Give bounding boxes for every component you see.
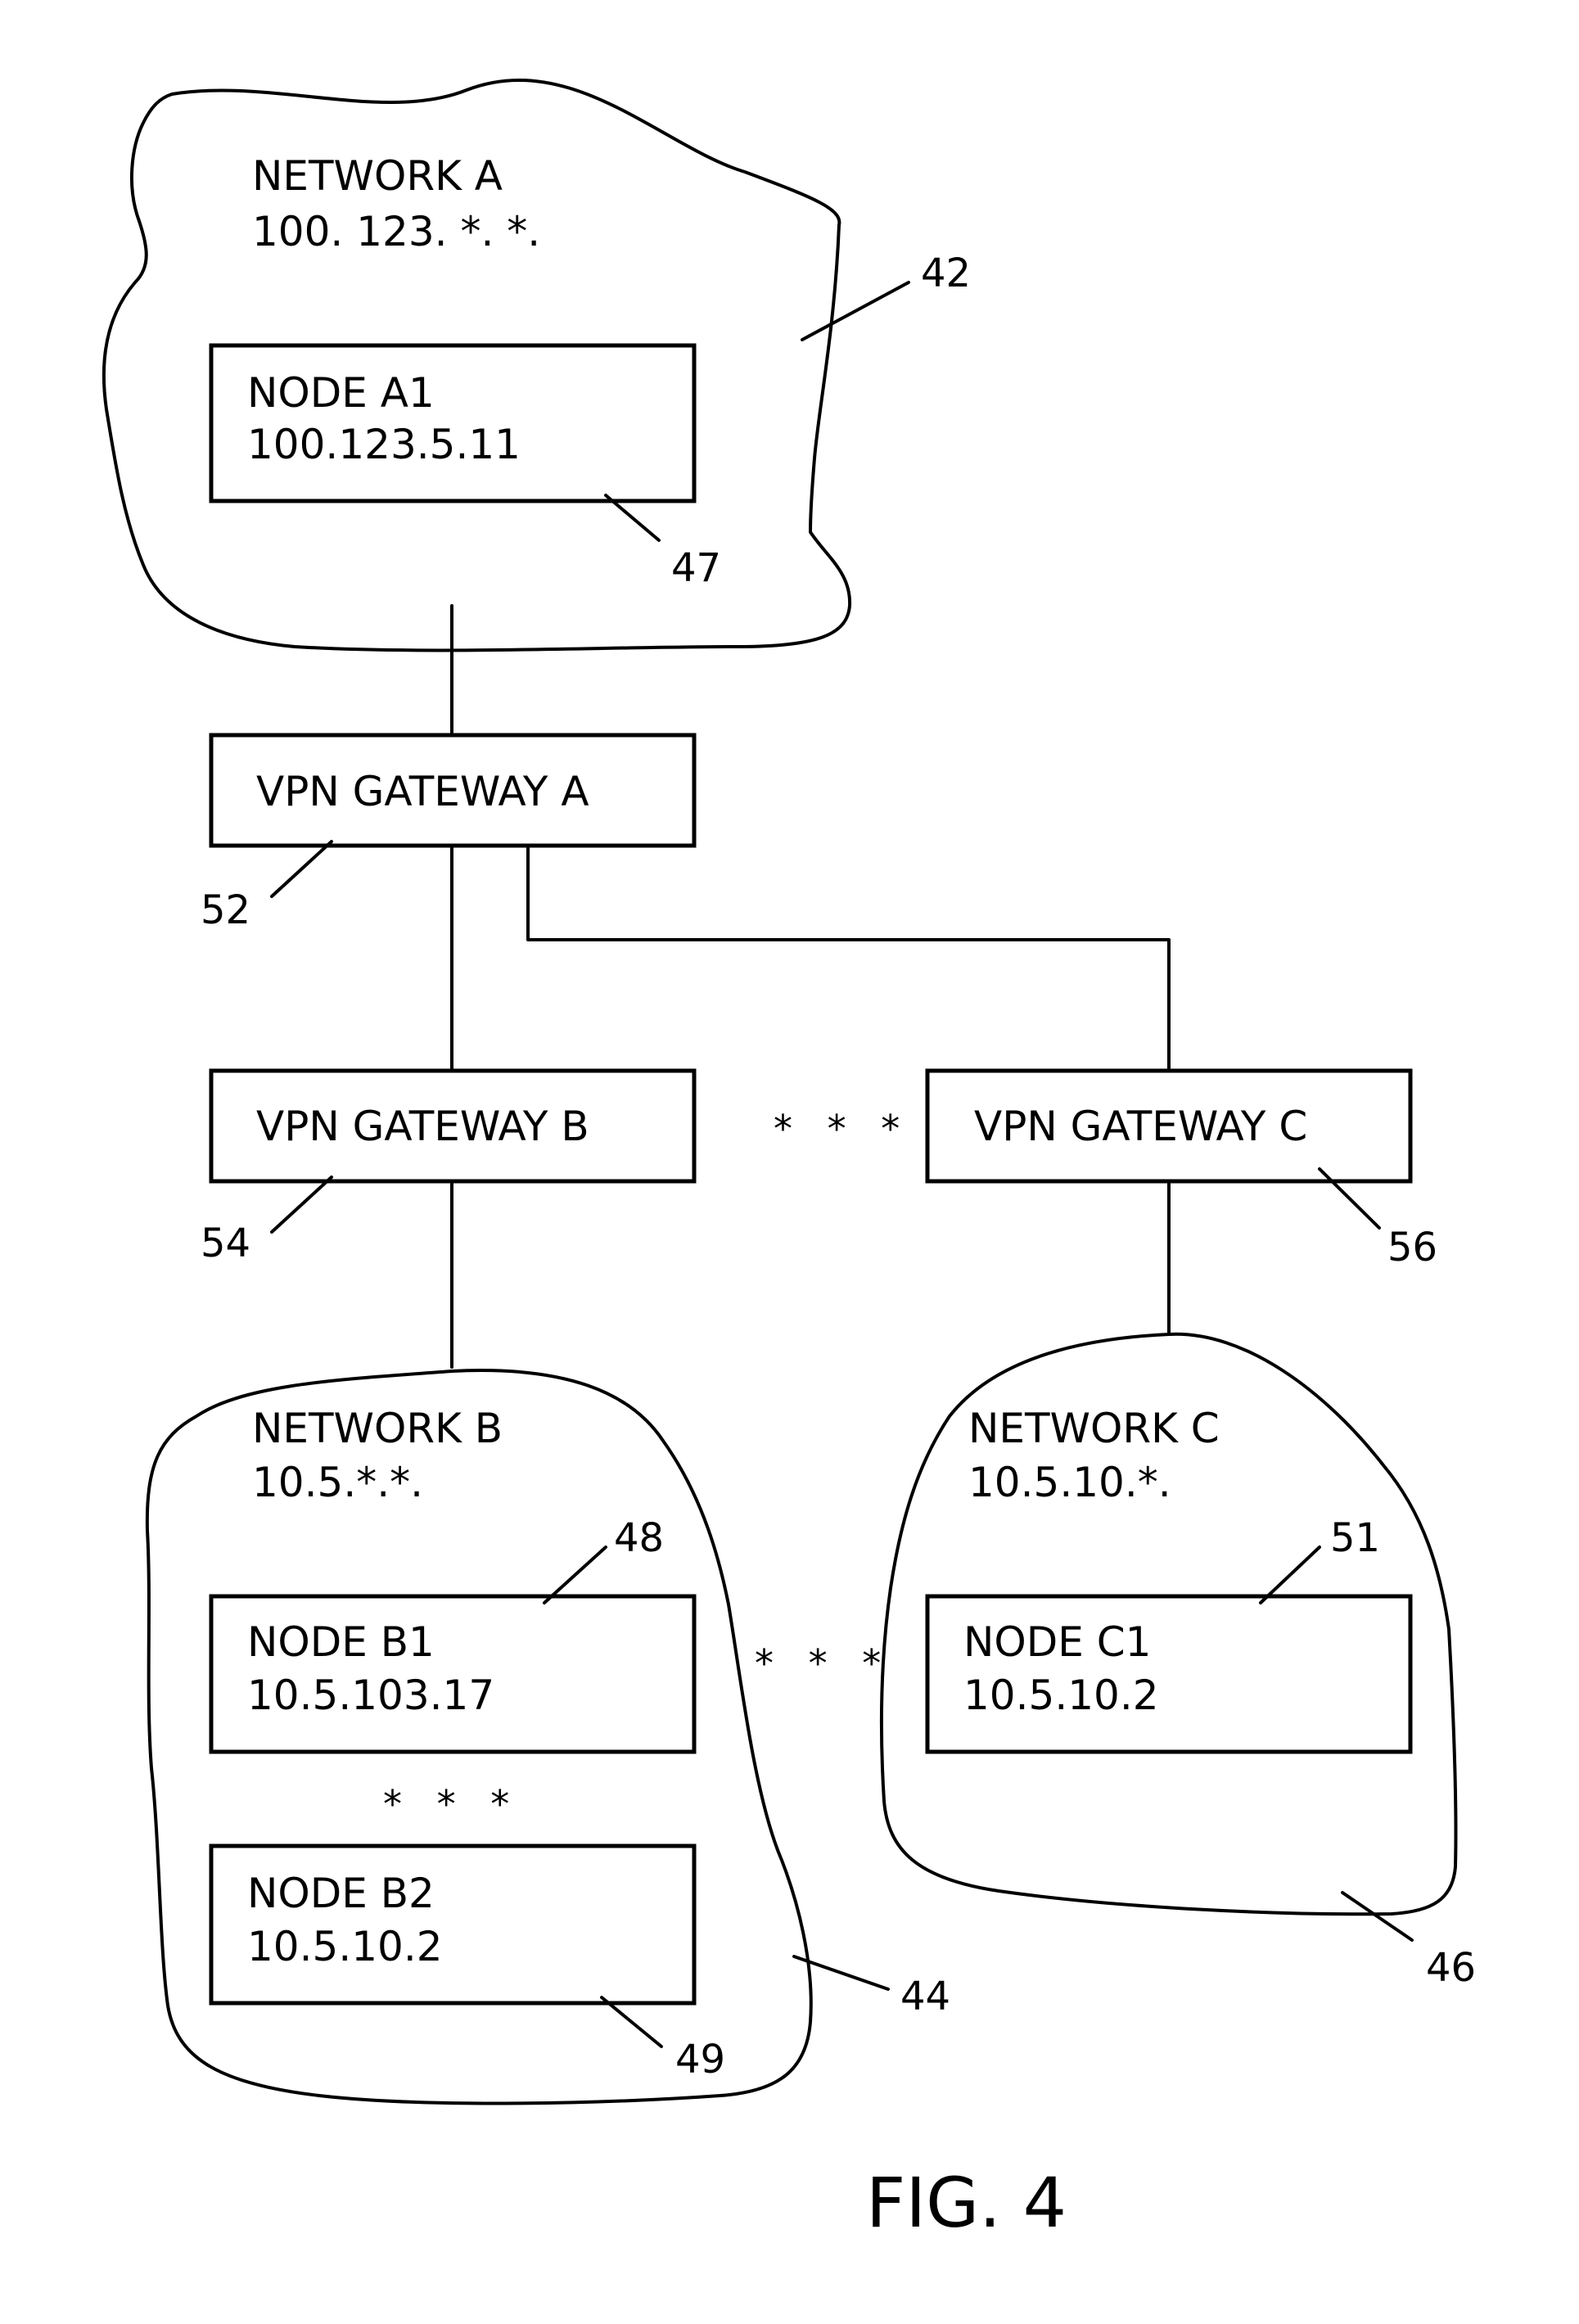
- network-a-address: 100. 123. *. *.: [252, 208, 540, 255]
- ref-56-label: 56: [1387, 1225, 1437, 1270]
- node-c1-address: 10.5.10.2: [963, 1672, 1159, 1719]
- node-ellipsis: * * *: [383, 1782, 521, 1826]
- network-ellipsis: * * *: [755, 1641, 892, 1685]
- node-a1-name: NODE A1: [247, 369, 435, 417]
- ref-52-label: 52: [201, 887, 250, 933]
- figure-label: FIG. 4: [866, 2163, 1067, 2243]
- network-a-name: NETWORK A: [252, 152, 503, 200]
- ref-49-label: 49: [675, 2037, 725, 2083]
- gateway-a-name: VPN GATEWAY A: [256, 768, 589, 815]
- ref-47-label: 47: [671, 545, 721, 591]
- network-c-address: 10.5.10.*.: [968, 1459, 1171, 1506]
- ref-51-label: 51: [1330, 1515, 1380, 1561]
- link-gateway-a-gateway-c: [528, 846, 1169, 1071]
- node-b2-address: 10.5.10.2: [247, 1923, 443, 1970]
- node-b1-address: 10.5.103.17: [247, 1672, 494, 1719]
- node-c1-name: NODE C1: [963, 1618, 1151, 1666]
- network-c-name: NETWORK C: [968, 1405, 1220, 1452]
- ref-42-leader: [802, 282, 909, 340]
- ref-54-leader: [272, 1177, 332, 1232]
- node-b1-name: NODE B1: [247, 1618, 435, 1666]
- ref-48-label: 48: [614, 1515, 664, 1561]
- gateway-ellipsis: * * *: [774, 1107, 911, 1151]
- ref-46-label: 46: [1426, 1945, 1476, 1991]
- ref-54-label: 54: [201, 1221, 250, 1266]
- network-b-name: NETWORK B: [252, 1405, 503, 1452]
- ref-46-leader: [1342, 1893, 1412, 1940]
- network-b-address: 10.5.*.*.: [252, 1459, 423, 1506]
- ref-52-leader: [272, 842, 332, 896]
- gateway-c-name: VPN GATEWAY C: [974, 1103, 1307, 1150]
- ref-42-label: 42: [921, 250, 971, 296]
- node-a1-address: 100.123.5.11: [247, 421, 521, 468]
- ref-44-label: 44: [900, 1974, 950, 2019]
- node-b2-name: NODE B2: [247, 1870, 435, 1917]
- gateway-b-name: VPN GATEWAY B: [256, 1103, 589, 1150]
